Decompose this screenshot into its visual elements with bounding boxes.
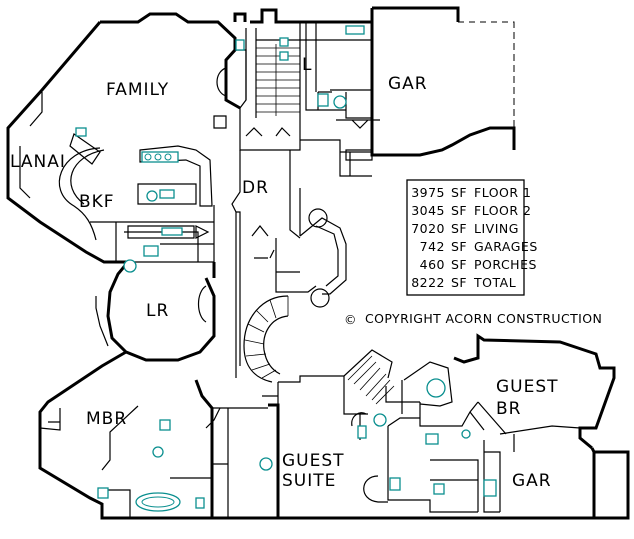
area-label: LIVING [474, 221, 519, 236]
copyright-symbol: © [344, 312, 357, 327]
area-table: 3975 SF FLOOR 1 3045 SF FLOOR 2 7020 SF … [406, 179, 538, 296]
area-unit: SF [451, 185, 467, 200]
area-value: 742 [420, 239, 445, 254]
room-label-guest-br-line2: BR [496, 399, 521, 419]
area-label: PORCHES [474, 257, 537, 272]
room-label-l: L [302, 55, 312, 75]
room-label-mbr: MBR [86, 409, 127, 429]
area-row: 742 SF GARAGES [420, 239, 538, 254]
area-label: FLOOR 1 [474, 185, 532, 200]
room-label-guest-suite-line1: GUEST [282, 451, 345, 471]
area-value: 8222 [411, 275, 445, 290]
room-label-lanai: LANAI [10, 152, 66, 172]
room-label-guest-br-line1: GUEST [496, 377, 559, 397]
exterior-walls [6, 6, 630, 520]
area-label: FLOOR 2 [474, 203, 532, 218]
area-row: 7020 SF LIVING [411, 221, 519, 236]
room-label-family: FAMILY [106, 80, 169, 100]
area-value: 3975 [411, 185, 445, 200]
area-label: GARAGES [474, 239, 538, 254]
fixtures [75, 25, 497, 512]
area-label: TOTAL [473, 275, 516, 290]
area-value: 3045 [411, 203, 445, 218]
area-unit: SF [451, 239, 467, 254]
area-row: 3975 SF FLOOR 1 [411, 185, 531, 200]
interior-walls [19, 22, 581, 518]
room-label-garage-top: GAR [388, 74, 428, 94]
room-label-bkf: BKF [79, 192, 115, 212]
room-label-guest-suite-line2: SUITE [282, 471, 336, 491]
area-row: 8222 SF TOTAL [411, 275, 516, 290]
copyright-notice: © COPYRIGHT ACORN CONSTRUCTION [344, 311, 602, 327]
copyright-text: COPYRIGHT ACORN CONSTRUCTION [365, 311, 602, 326]
area-value: 460 [420, 257, 445, 272]
area-unit: SF [451, 275, 467, 290]
area-row: 460 SF PORCHES [420, 257, 537, 272]
area-unit: SF [451, 257, 467, 272]
room-labels: FAMILY LANAI BKF DR L GAR LR MBR GUEST S… [10, 55, 559, 491]
area-unit: SF [451, 203, 467, 218]
area-value: 7020 [411, 221, 445, 236]
room-label-dr: DR [242, 178, 269, 198]
room-label-garage-bottom: GAR [512, 471, 552, 491]
room-label-lr: LR [146, 301, 169, 321]
area-row: 3045 SF FLOOR 2 [411, 203, 531, 218]
area-unit: SF [451, 221, 467, 236]
